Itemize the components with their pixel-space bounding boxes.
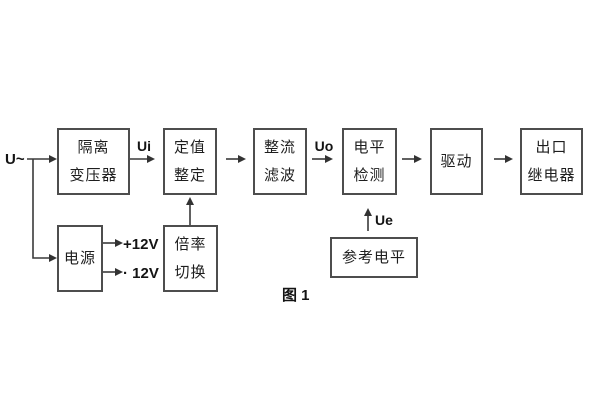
block-rectifier-filter-line1: 整流 bbox=[263, 139, 296, 156]
block-level-detect: 电平 检测 bbox=[342, 128, 397, 195]
block-ratio-switch: 倍率 切换 bbox=[163, 225, 218, 292]
ue-signal-label: Ue bbox=[375, 212, 393, 228]
block-setting-adjust-line2: 整定 bbox=[173, 167, 206, 184]
input-signal-label: U~ bbox=[5, 151, 25, 168]
block-ratio-switch-line2: 切换 bbox=[174, 264, 207, 281]
block-level-detect-line2: 检测 bbox=[353, 167, 386, 184]
block-setting-adjust: 定值 整定 bbox=[163, 128, 217, 195]
block-power-supply-label: 电源 bbox=[63, 250, 96, 267]
uo-signal-label: Uo bbox=[314, 138, 334, 154]
minus12v-label: · 12V bbox=[123, 265, 159, 282]
block-output-relay: 出口 继电器 bbox=[520, 128, 583, 195]
block-power-supply: 电源 bbox=[57, 225, 103, 292]
block-drive-label: 驱动 bbox=[440, 153, 473, 170]
block-isolation-transformer-line2: 变压器 bbox=[69, 167, 118, 184]
block-drive: 驱动 bbox=[430, 128, 483, 195]
figure-caption: 图 1 bbox=[282, 287, 310, 304]
block-level-detect-line1: 电平 bbox=[353, 139, 386, 156]
plus12v-label: +12V bbox=[123, 236, 159, 253]
block-setting-adjust-line1: 定值 bbox=[173, 139, 206, 156]
block-output-relay-line1: 出口 bbox=[535, 139, 568, 156]
ui-signal-label: Ui bbox=[137, 138, 151, 154]
block-ratio-switch-line1: 倍率 bbox=[174, 236, 207, 253]
block-rectifier-filter-line2: 滤波 bbox=[263, 167, 296, 184]
wire-input-branch-to-power bbox=[32, 159, 57, 262]
block-isolation-transformer-line1: 隔离 bbox=[77, 139, 110, 156]
block-reference-level: 参考电平 bbox=[330, 237, 418, 278]
block-isolation-transformer: 隔离 变压器 bbox=[57, 128, 130, 195]
block-output-relay-line2: 继电器 bbox=[527, 167, 576, 184]
block-rectifier-filter: 整流 滤波 bbox=[253, 128, 307, 195]
block-reference-level-label: 参考电平 bbox=[341, 249, 406, 266]
